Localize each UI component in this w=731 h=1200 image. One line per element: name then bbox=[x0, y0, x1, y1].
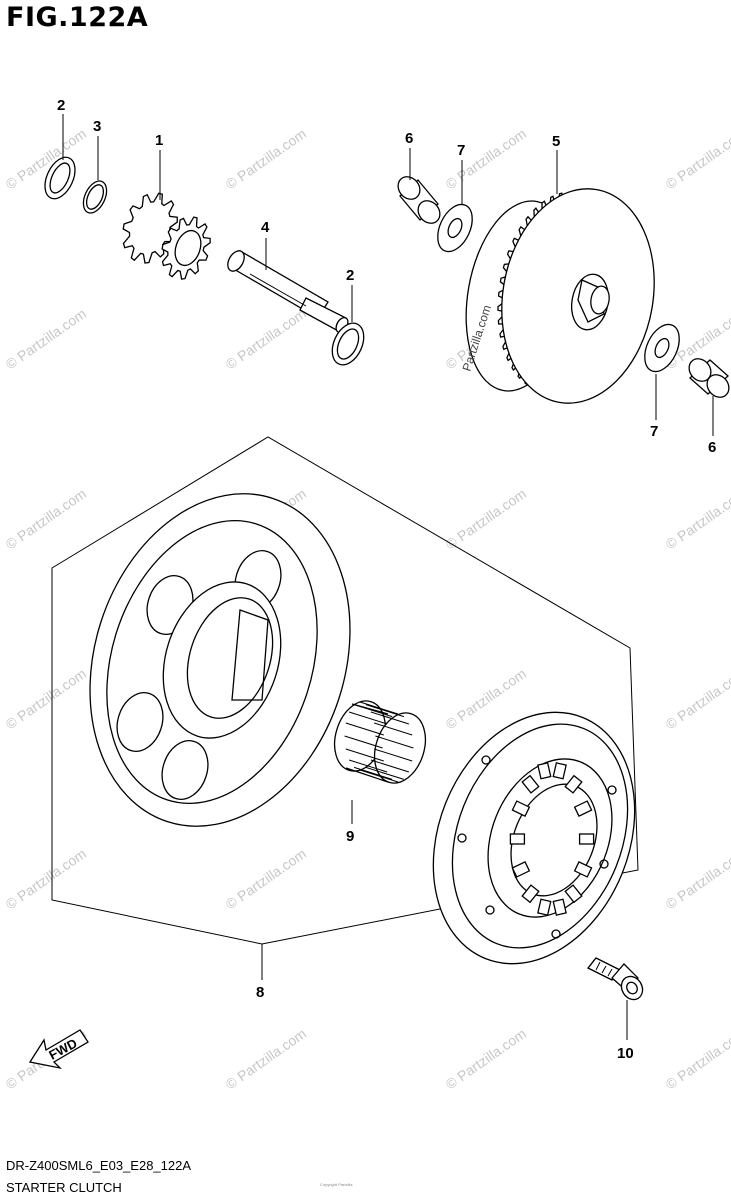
bearing-needle bbox=[353, 766, 393, 780]
watermark-text: © Partzilla.com bbox=[443, 485, 529, 552]
fwd-arrow: FWD bbox=[28, 1029, 89, 1070]
callout-5: 5 bbox=[552, 133, 560, 150]
clutch-sprag bbox=[552, 898, 567, 916]
callout-10: 10 bbox=[617, 1045, 634, 1062]
clutch-sprag bbox=[573, 800, 593, 818]
clutch-sprag bbox=[552, 762, 567, 780]
callout-2a: 2 bbox=[57, 97, 65, 114]
bearing-needle bbox=[359, 701, 399, 715]
watermark-text: © Partzilla.com bbox=[3, 845, 89, 912]
watermark-text: © Partzilla.com bbox=[663, 1025, 731, 1092]
bearing-needle bbox=[348, 759, 388, 773]
watermark-text: © Partzilla.com bbox=[443, 1025, 529, 1092]
bearing-needle bbox=[345, 748, 384, 762]
assembly-box-outline bbox=[51, 436, 639, 945]
bearing-needle bbox=[365, 704, 405, 718]
watermark-text: © Partzilla.com bbox=[443, 125, 529, 192]
part-2-washer-right[interactable] bbox=[326, 318, 370, 370]
clutch-sprag bbox=[578, 833, 595, 845]
callout-2b: 2 bbox=[346, 267, 354, 284]
callout-1: 1 bbox=[155, 132, 163, 149]
part-9-needle-bearing[interactable] bbox=[326, 694, 434, 789]
callout-7a: 7 bbox=[457, 142, 465, 159]
callout-6a: 6 bbox=[405, 130, 413, 147]
watermark-text: © Partzilla.com bbox=[223, 845, 309, 912]
callout-8: 8 bbox=[256, 984, 264, 1001]
part-8-starter-driven-gear-large[interactable] bbox=[49, 460, 392, 861]
part-1-idle-gear[interactable] bbox=[122, 192, 211, 280]
watermark-text: © Partzilla.com bbox=[3, 665, 89, 732]
part-7-washer-bottom[interactable] bbox=[638, 319, 686, 377]
bearing-needle bbox=[344, 735, 383, 749]
bearing-needle bbox=[345, 722, 384, 736]
part-3-circlip[interactable] bbox=[79, 177, 111, 216]
clutch-sprag bbox=[537, 762, 552, 780]
copyright-note: Copyright Partzilla bbox=[320, 1182, 353, 1187]
bearing-needle bbox=[348, 711, 388, 725]
fwd-label: FWD bbox=[46, 1036, 79, 1063]
watermark-text: © Partzilla.com bbox=[663, 125, 731, 192]
watermark-text: © Partzilla.com bbox=[223, 125, 309, 192]
part-6-bushing-bottom[interactable] bbox=[685, 354, 731, 401]
callout-6b: 6 bbox=[708, 439, 716, 456]
watermark-text: © Partzilla.com bbox=[663, 665, 731, 732]
clutch-sprag bbox=[573, 860, 593, 878]
section-title: STARTER CLUTCH bbox=[6, 1180, 122, 1195]
watermark-text: © Partzilla.com bbox=[223, 1025, 309, 1092]
part-4-idle-shaft[interactable] bbox=[224, 248, 350, 334]
bearing-needle bbox=[374, 722, 413, 736]
part-10-bolt[interactable] bbox=[586, 957, 647, 1003]
callout-3: 3 bbox=[93, 118, 101, 135]
watermark-text: © Partzilla.com bbox=[3, 305, 89, 372]
bearing-needle bbox=[370, 711, 410, 725]
model-code: DR-Z400SML6_E03_E28_122A bbox=[6, 1158, 192, 1173]
bearing-needle bbox=[365, 766, 405, 780]
callout-9: 9 bbox=[346, 828, 354, 845]
part-5-starter-driven-gear[interactable] bbox=[452, 177, 670, 416]
part-2-washer-left[interactable] bbox=[39, 153, 81, 204]
bearing-needle bbox=[374, 748, 413, 762]
watermark-text: © Partzilla.com bbox=[3, 485, 89, 552]
figure-title: FIG.122A bbox=[6, 2, 149, 33]
watermark-text: © Partzilla.com bbox=[663, 485, 731, 552]
clutch-sprag bbox=[511, 860, 531, 878]
callout-4: 4 bbox=[261, 219, 270, 236]
part-6-bushing-top[interactable] bbox=[394, 172, 445, 227]
clutch-sprag bbox=[564, 884, 583, 904]
watermark-text: © Partzilla.com bbox=[223, 305, 309, 372]
bearing-needle bbox=[375, 735, 414, 749]
bearing-needle bbox=[353, 704, 393, 718]
part-7-washer-top[interactable] bbox=[431, 199, 479, 257]
clutch-sprag bbox=[537, 898, 552, 916]
part-8-one-way-clutch[interactable] bbox=[397, 682, 671, 994]
clutch-sprag bbox=[511, 800, 531, 818]
bearing-needle bbox=[370, 759, 410, 773]
clutch-sprag bbox=[564, 774, 583, 794]
watermark-text: © Partzilla.com bbox=[663, 845, 731, 912]
callout-7b: 7 bbox=[650, 423, 658, 440]
clutch-sprag bbox=[521, 884, 540, 904]
clutch-sprag bbox=[509, 833, 526, 845]
bearing-needle bbox=[359, 769, 399, 783]
clutch-sprag bbox=[521, 774, 540, 794]
